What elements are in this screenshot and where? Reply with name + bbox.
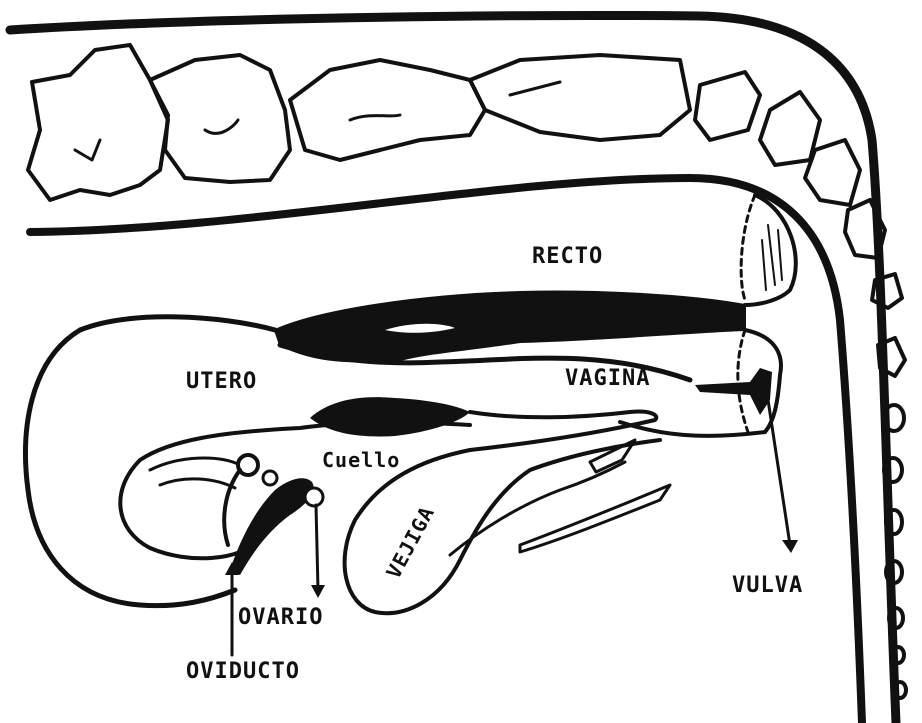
label-vejiga: VEJIGA [381, 502, 439, 582]
label-recto: RECTO [532, 244, 603, 269]
label-utero: UTERO [186, 369, 257, 394]
label-cuello: Cuello [322, 448, 400, 472]
vertebrae [28, 45, 906, 698]
label-oviducto: OVIDUCTO [186, 659, 300, 684]
ovary-oviduct [224, 455, 323, 575]
vagina [695, 330, 781, 432]
label-vulva: VULVA [732, 573, 803, 598]
rectum [275, 195, 796, 361]
label-ovario: OVARIO [238, 605, 323, 630]
label-vagina: VAGINA [565, 366, 650, 391]
